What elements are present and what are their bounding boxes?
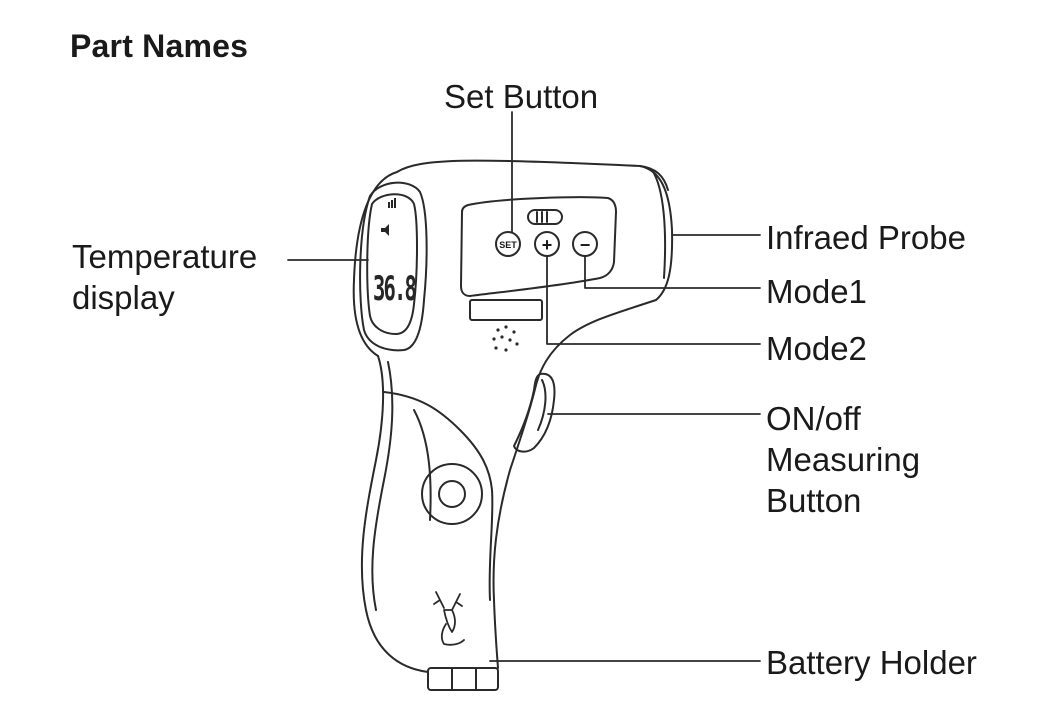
probe-nose-inner bbox=[651, 169, 667, 279]
plus-button[interactable]: + bbox=[534, 231, 560, 257]
display-bezel-outer bbox=[359, 181, 428, 352]
grip-back-inner bbox=[371, 361, 394, 611]
speaker-icon bbox=[492, 325, 519, 352]
trigger-shape bbox=[513, 372, 556, 453]
label-temperature-display: Temperature display bbox=[72, 236, 257, 318]
head-top-edge bbox=[396, 159, 669, 191]
grip-side-panel bbox=[383, 391, 494, 601]
lcd-bar-3 bbox=[394, 198, 396, 208]
deer-antler-left bbox=[433, 591, 445, 609]
button-panel bbox=[460, 196, 617, 297]
set-button-text: SET bbox=[499, 240, 517, 250]
grip-ring-icon bbox=[421, 463, 483, 525]
label-infrared-probe: Infraed Probe bbox=[766, 219, 966, 256]
label-onoff-line1: ON/off bbox=[766, 400, 861, 437]
page-title: Part Names bbox=[70, 28, 249, 64]
plus-button-text: + bbox=[542, 235, 553, 255]
thermometer-body bbox=[352, 159, 674, 691]
minus-button-text: − bbox=[580, 235, 591, 255]
label-onoff-line3: Button bbox=[766, 482, 862, 519]
speaker-hole bbox=[512, 330, 516, 334]
label-set-button: Set Button bbox=[444, 78, 599, 115]
leader-mode1 bbox=[584, 255, 761, 289]
speaker-hole bbox=[496, 328, 500, 332]
lcd-bar-1 bbox=[388, 202, 390, 208]
deer-neck bbox=[440, 623, 465, 646]
deer-head bbox=[443, 609, 456, 633]
label-mode2: Mode2 bbox=[766, 330, 867, 367]
grip-ring-inner bbox=[438, 480, 466, 508]
leader-lines bbox=[287, 111, 761, 662]
label-temperature-line1: Temperature bbox=[72, 238, 258, 275]
head-bottom-edge bbox=[535, 299, 657, 386]
grip-panel-lower bbox=[413, 409, 432, 521]
label-onoff-measuring-button: ON/off Measuring Button bbox=[766, 398, 920, 521]
trigger-inner bbox=[537, 379, 547, 431]
button-panel-outline bbox=[460, 196, 617, 297]
label-battery-holder: Battery Holder bbox=[766, 644, 977, 681]
lcd-reading: 36.8 bbox=[373, 269, 416, 309]
minus-button[interactable]: − bbox=[572, 231, 598, 257]
set-button[interactable]: SET bbox=[495, 231, 521, 257]
leader-mode2 bbox=[546, 255, 761, 345]
label-window bbox=[469, 299, 543, 321]
deer-antler-right bbox=[451, 593, 463, 611]
grip-front-edge bbox=[492, 384, 537, 669]
speaker-hole bbox=[500, 335, 504, 339]
label-onoff-line2: Measuring bbox=[766, 441, 921, 478]
speaker-hole bbox=[508, 338, 512, 342]
battery-holder-cap bbox=[427, 667, 499, 691]
display-bezel bbox=[359, 181, 428, 352]
lcd-content: 36.8 bbox=[373, 198, 419, 309]
lcd-bar-2 bbox=[391, 200, 393, 208]
speaker-hole bbox=[515, 342, 519, 346]
set-button-shape bbox=[495, 231, 521, 257]
lcd-speaker-icon bbox=[381, 224, 389, 236]
label-mode1: Mode1 bbox=[766, 273, 867, 310]
display-screen bbox=[366, 193, 418, 335]
head-rear-edge bbox=[352, 171, 398, 357]
speaker-hole bbox=[504, 348, 508, 352]
label-temperature-line2: display bbox=[72, 279, 175, 316]
grip-ring-outer bbox=[421, 463, 483, 525]
speaker-hole bbox=[492, 337, 496, 341]
trigger-button[interactable] bbox=[513, 372, 556, 453]
speaker-hole bbox=[494, 346, 498, 350]
speaker-hole bbox=[504, 325, 508, 329]
deer-logo-icon bbox=[433, 591, 465, 646]
slide-switch bbox=[527, 209, 563, 225]
grip-back-edge bbox=[360, 355, 429, 673]
